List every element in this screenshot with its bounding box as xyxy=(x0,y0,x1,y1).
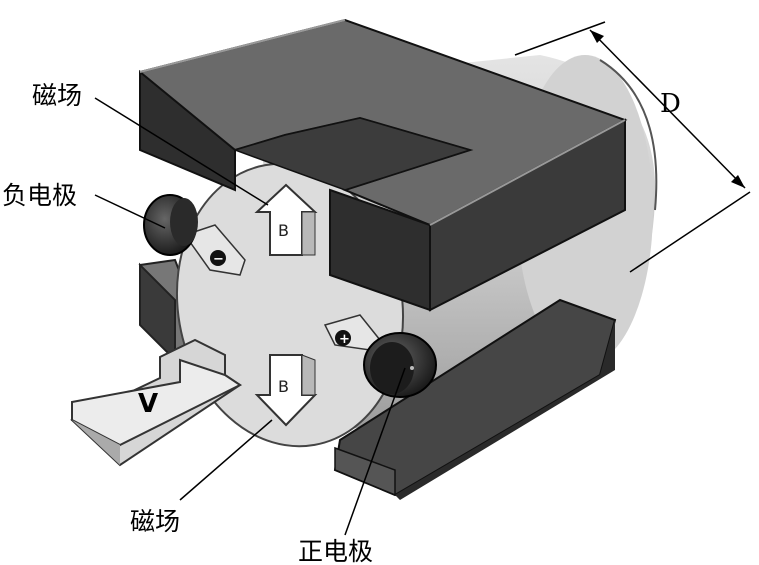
magnetic-field-label-top: 磁场 xyxy=(32,81,82,110)
negative-electrode-label: 负电极 xyxy=(2,181,77,210)
positive-electrode-label: 正电极 xyxy=(298,537,373,565)
field-b-down-label: B xyxy=(278,377,289,396)
minus-sign: − xyxy=(213,252,224,267)
velocity-label: V xyxy=(138,389,158,419)
diameter-label: D xyxy=(660,89,681,119)
magnetic-field-label-bottom: 磁场 xyxy=(130,507,180,536)
velocity-arrow: V xyxy=(72,340,240,465)
field-b-up-label: B xyxy=(278,221,289,240)
plus-sign: + xyxy=(339,332,350,347)
